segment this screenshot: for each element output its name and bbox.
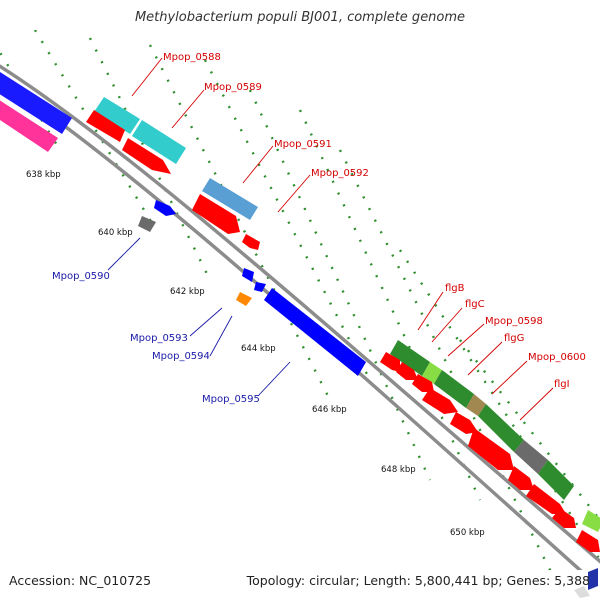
- flg-forward-arrows: [380, 352, 600, 552]
- tick-label-646: 646 kbp: [312, 405, 347, 415]
- tick-guides: [0, 30, 600, 570]
- label-mpop-0591[interactable]: Mpop_0591: [274, 139, 332, 150]
- label-mpop-0593[interactable]: Mpop_0593: [130, 333, 188, 344]
- label-flgC[interactable]: flgC: [465, 299, 485, 310]
- tick-label-638: 638 kbp: [26, 170, 61, 180]
- tick-label-648: 648 kbp: [381, 465, 416, 475]
- cog-ring-left: [0, 72, 72, 152]
- tick-label-642: 642 kbp: [170, 287, 205, 297]
- gene-mpop-0600[interactable]: [478, 404, 524, 452]
- tick-label-644: 644 kbp: [241, 344, 276, 354]
- label-mpop-0590[interactable]: Mpop_0590: [52, 271, 110, 282]
- gene-flgG[interactable]: [466, 394, 486, 416]
- gene-mpop-0595[interactable]: [264, 288, 366, 376]
- gene-mpop-0593[interactable]: [242, 268, 266, 292]
- gene-mpop-0588[interactable]: [94, 97, 140, 134]
- label-flgB[interactable]: flgB: [445, 283, 465, 294]
- label-mpop-0588[interactable]: Mpop_0588: [163, 52, 221, 63]
- label-mpop-0595[interactable]: Mpop_0595: [202, 394, 260, 405]
- label-mpop-0594[interactable]: Mpop_0594: [152, 351, 210, 362]
- gene-mpop-0588-cds[interactable]: [86, 110, 125, 142]
- gene-mpop-0591-cds[interactable]: [192, 194, 240, 234]
- gene-flgB[interactable]: [390, 340, 430, 376]
- label-mpop-0589[interactable]: Mpop_0589: [204, 82, 262, 93]
- gene-mpop-0589-cds[interactable]: [122, 138, 171, 174]
- gene-flgI[interactable]: [514, 440, 600, 532]
- corner-widget[interactable]: [574, 568, 598, 598]
- gene-mpop-0594[interactable]: [236, 292, 252, 306]
- tick-label-640: 640 kbp: [98, 228, 133, 238]
- label-mpop-0598[interactable]: Mpop_0598: [485, 316, 543, 327]
- label-flgI[interactable]: flgI: [554, 379, 570, 390]
- gene-mpop-0598[interactable]: [434, 370, 474, 408]
- gene-mpop-0589[interactable]: [132, 120, 186, 164]
- gene-mpop-0590[interactable]: [138, 200, 176, 232]
- label-mpop-0600[interactable]: Mpop_0600: [528, 352, 586, 363]
- leader-lines-blue: [107, 237, 291, 397]
- gene-flgC[interactable]: [422, 362, 442, 384]
- accession-text: Accession: NC_010725: [9, 573, 152, 588]
- label-flgG[interactable]: flgG: [504, 333, 524, 344]
- gene-mpop-0591[interactable]: [202, 178, 258, 220]
- tick-label-650: 650 kbp: [450, 528, 485, 538]
- topology-summary: Topology: circular; Length: 5,800,441 bp…: [246, 573, 590, 588]
- leader-lines-red: [131, 57, 554, 421]
- label-mpop-0592[interactable]: Mpop_0592: [311, 168, 369, 179]
- map-title: Methylobacterium populi BJ001, complete …: [134, 10, 466, 25]
- gene-mpop-0592-cds[interactable]: [242, 234, 260, 250]
